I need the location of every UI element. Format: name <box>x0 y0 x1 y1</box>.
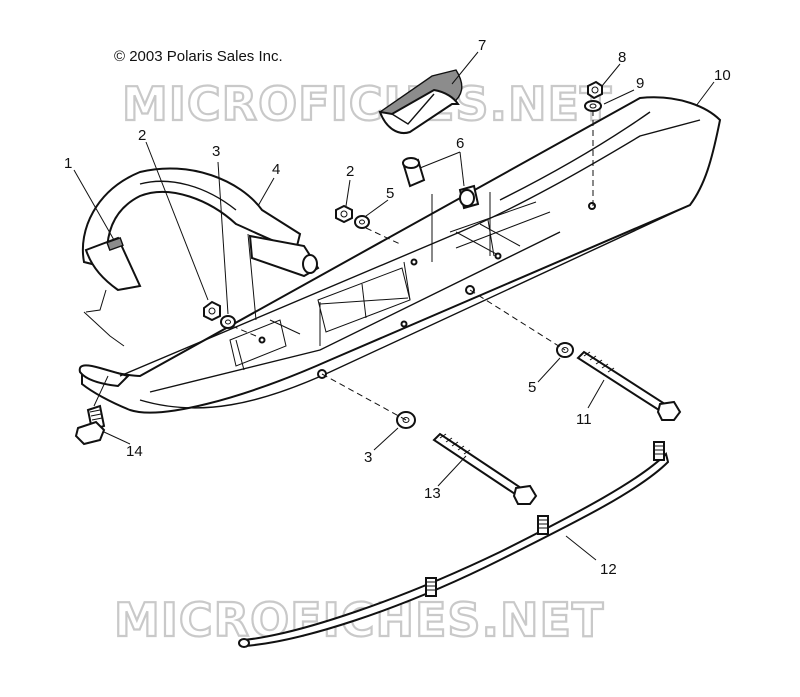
washer-5-mid <box>354 215 370 229</box>
ski-pad <box>378 69 463 134</box>
assembly-lines <box>83 110 594 421</box>
callout-6: 6 <box>456 135 464 152</box>
callout-11: 11 <box>576 411 592 428</box>
callout-5: 5 <box>386 185 394 202</box>
callout-labels: 1 2 3 4 2 5 6 7 8 9 10 5 11 3 13 14 12 <box>64 37 731 578</box>
nut-2-left <box>203 300 221 322</box>
handle-end-cap <box>84 236 142 292</box>
copyright-notice: © 2003 Polaris Sales Inc. <box>114 48 283 65</box>
bolt-13 <box>432 432 538 505</box>
callout-7: 7 <box>478 37 486 54</box>
callout-3: 3 <box>212 143 220 160</box>
washer-3-left <box>220 315 236 329</box>
wear-rod-12 <box>238 441 670 648</box>
callout-8: 8 <box>618 49 626 66</box>
callout-10: 10 <box>714 67 731 84</box>
washer-9 <box>584 100 602 112</box>
callout-1: 1 <box>64 155 72 172</box>
callout-14: 14 <box>126 443 143 460</box>
bolt-14 <box>74 404 106 446</box>
mounting-hole <box>258 336 266 344</box>
callout-5: 5 <box>528 379 536 396</box>
ski-handle <box>82 167 320 292</box>
callout-9: 9 <box>636 75 644 92</box>
callout-2: 2 <box>138 127 146 144</box>
wear-rod-stud <box>425 577 437 597</box>
mounting-hole <box>588 202 596 210</box>
callout-leaders <box>73 51 715 561</box>
mounting-hole <box>400 320 408 328</box>
callout-2: 2 <box>346 163 354 180</box>
mounting-hole <box>494 252 502 260</box>
nut-8 <box>587 80 603 100</box>
callout-12: 12 <box>600 561 617 578</box>
nut-2-mid <box>335 204 353 224</box>
callout-4: 4 <box>272 161 280 178</box>
bushing-6 <box>402 157 480 210</box>
callout-13: 13 <box>424 485 441 502</box>
mounting-hole <box>410 258 418 266</box>
bolt-11 <box>576 350 682 421</box>
wear-rod-stud <box>653 441 665 461</box>
watermark-top: MICROFICHES.NET <box>122 77 612 131</box>
callout-3: 3 <box>364 449 372 466</box>
ski-body <box>78 96 722 414</box>
wear-rod-stud <box>537 515 549 535</box>
